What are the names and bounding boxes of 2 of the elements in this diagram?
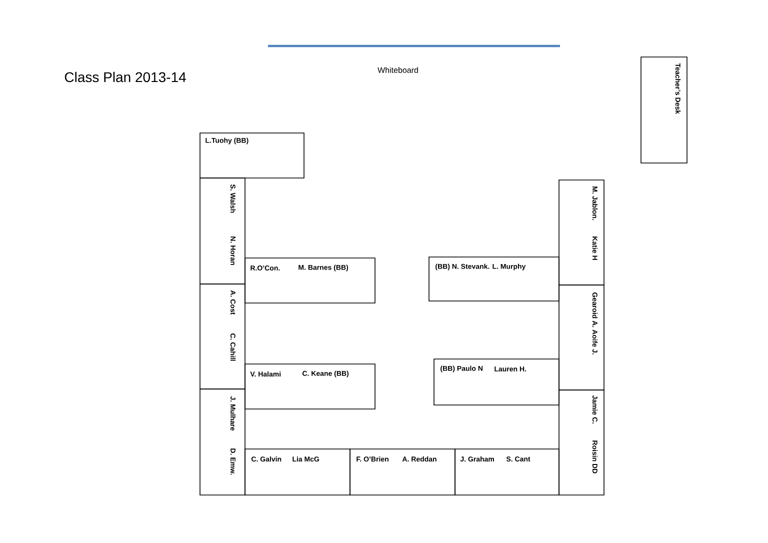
title: Class Plan 2013-14 — [64, 72, 186, 82]
whiteboard-label: Whiteboard — [378, 67, 418, 73]
